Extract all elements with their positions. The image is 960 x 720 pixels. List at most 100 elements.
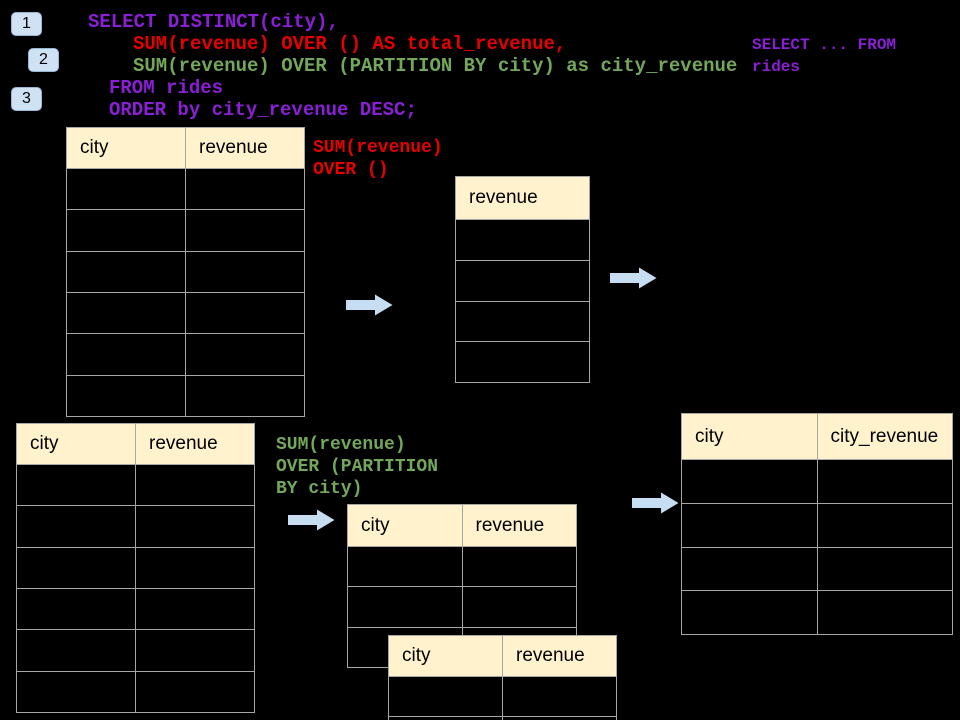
from-rides-note-line: SELECT ... FROM (752, 36, 897, 54)
table-cell (67, 251, 186, 292)
from-rides-note: SELECT ... FROM rides (752, 34, 896, 78)
table-total-revenue: revenue (455, 176, 590, 383)
from-rides-note-line: rides (752, 58, 801, 76)
flow-arrow-icon (632, 492, 679, 514)
flow-arrow-icon (288, 509, 335, 531)
table-cell (456, 342, 589, 382)
column-header-city: city (389, 636, 503, 676)
table-cell (348, 547, 463, 587)
table-cell (67, 210, 186, 251)
table-row (348, 546, 576, 587)
table-header-row: revenue (456, 177, 589, 219)
table-row (682, 546, 953, 591)
table-partition-source: city revenue (16, 423, 255, 713)
table-row (682, 459, 952, 503)
column-header-city_revenue: city_revenue (830, 425, 939, 447)
table-cell (456, 220, 589, 260)
table-source: city revenue (66, 127, 305, 417)
table-row (67, 374, 304, 416)
table-row (456, 300, 589, 342)
sum-partition-label-line: OVER (PARTITION (276, 457, 439, 477)
table-row (17, 546, 254, 588)
table-row (17, 464, 254, 506)
table-cell (348, 587, 463, 627)
table-cell (136, 589, 254, 629)
table-row (17, 629, 254, 671)
table-cell (67, 169, 186, 210)
table-cell (456, 261, 589, 301)
table-cell (682, 460, 818, 503)
flow-arrow-icon (610, 267, 657, 289)
table-cell (67, 375, 186, 416)
table-cell (818, 460, 953, 503)
table-cell (456, 302, 589, 342)
sum-over-label: SUM(revenue)OVER () (313, 137, 443, 181)
table-cell (136, 548, 254, 588)
flow-arrow-icon (346, 294, 393, 316)
table-row (67, 250, 304, 292)
column-header-revenue: revenue (469, 187, 538, 208)
table-row (456, 219, 589, 260)
sum-over-label-line: OVER () (313, 160, 389, 180)
table-cell (17, 465, 136, 506)
sql-code-line-3: SUM(revenue) OVER (PARTITION BY city) as… (133, 55, 738, 77)
table-row (67, 209, 304, 251)
table-cell (186, 252, 304, 292)
column-header-city: city (67, 128, 186, 168)
table-cell (682, 591, 818, 634)
table-cell (136, 630, 254, 670)
sql-code-line-2: SUM(revenue) OVER () AS total_revenue, (133, 33, 567, 55)
table-row (67, 168, 304, 210)
table-cell (17, 506, 136, 547)
sql-code-line-4: FROM rides (109, 77, 224, 99)
table-row (682, 590, 952, 634)
table-cell (186, 376, 304, 416)
sum-over-label-line: SUM(revenue) (313, 138, 443, 158)
table-cell (17, 630, 136, 671)
sql-code-line-1: SELECT DISTINCT(city), (88, 11, 339, 33)
column-header-city: city (17, 424, 136, 464)
table-row (389, 716, 616, 720)
sql-code-line-5: ORDER by city_revenue DESC; (109, 99, 417, 121)
table-cell (17, 547, 136, 588)
table-cell (682, 547, 818, 591)
table-cell (136, 506, 254, 546)
sum-partition-label-line: BY city) (276, 479, 363, 499)
table-row (67, 291, 304, 334)
table-cell (463, 587, 577, 626)
table-cell (67, 292, 186, 334)
column-header-revenue: revenue (199, 137, 268, 158)
table-cell (186, 210, 304, 250)
table-header-row: city revenue (17, 424, 254, 464)
sum-partition-label-line: SUM(revenue) (276, 435, 406, 455)
table-cell (17, 671, 136, 712)
table-row (348, 586, 577, 627)
table-cell (136, 672, 254, 712)
step-badge-2: 2 (28, 48, 59, 72)
step-badge-3: 3 (11, 87, 42, 111)
table-row (17, 587, 254, 630)
table-cell (503, 677, 616, 716)
table-cell (17, 588, 136, 630)
table-partition-front: city revenue (388, 635, 617, 720)
table-cell (818, 548, 953, 591)
table-cell (67, 334, 186, 375)
table-row (682, 502, 953, 547)
table-cell (186, 169, 304, 209)
table-cell (186, 293, 304, 333)
table-cell (818, 504, 953, 547)
table-cell (818, 591, 953, 634)
table-cell (682, 503, 818, 547)
table-cell (186, 334, 304, 374)
column-header-revenue: revenue (149, 433, 218, 454)
table-cell (389, 717, 503, 720)
table-row (389, 676, 616, 716)
table-row (67, 333, 304, 375)
table-cell (389, 677, 503, 716)
table-row (17, 670, 254, 712)
table-header-row: city revenue (389, 636, 616, 676)
column-header-revenue: revenue (516, 645, 585, 666)
